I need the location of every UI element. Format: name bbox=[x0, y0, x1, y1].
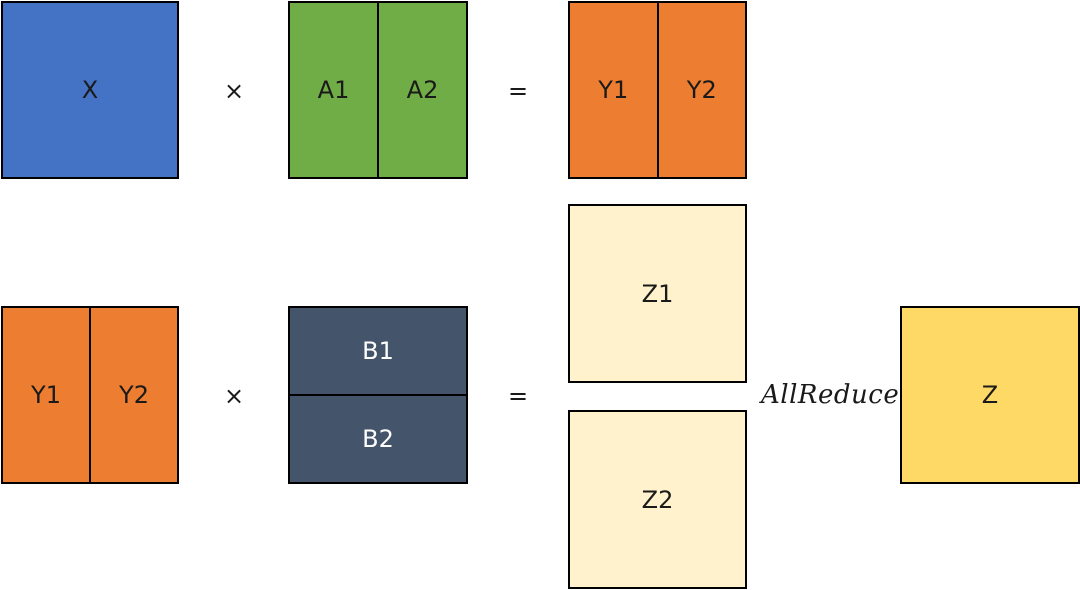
matrix-y2-result: Y2 bbox=[656, 3, 746, 177]
matrix-z2: Z2 bbox=[568, 410, 747, 589]
multiply-operator-1: × bbox=[223, 77, 245, 105]
matrix-a2: A2 bbox=[377, 3, 466, 177]
equals-operator-2: = bbox=[507, 382, 529, 410]
matrix-y1-result: Y1 bbox=[570, 3, 657, 177]
matrix-b2: B2 bbox=[290, 394, 466, 482]
matrix-a2-label: A2 bbox=[406, 76, 439, 104]
matrix-y1-input-label: Y1 bbox=[31, 381, 61, 409]
matrix-y-input: Y1 Y2 bbox=[1, 306, 179, 484]
matrix-b1: B1 bbox=[290, 308, 466, 394]
matrix-y1-result-label: Y1 bbox=[598, 76, 629, 104]
equals-operator-1: = bbox=[507, 77, 529, 105]
allreduce-label: AllReduce bbox=[761, 380, 900, 410]
matrix-z: Z bbox=[900, 306, 1080, 484]
matrix-z1-label: Z1 bbox=[641, 279, 674, 308]
matrix-a1-label: A1 bbox=[317, 76, 350, 104]
matrix-z1: Z1 bbox=[568, 204, 747, 383]
matrix-y2-result-label: Y2 bbox=[686, 76, 717, 104]
matrix-y1-input: Y1 bbox=[3, 308, 89, 482]
matrix-z-label: Z bbox=[981, 381, 999, 409]
matrix-b2-label: B2 bbox=[362, 425, 394, 453]
matrix-x: X bbox=[1, 1, 179, 179]
matrix-a: A1 A2 bbox=[288, 1, 468, 179]
matrix-y-result: Y1 Y2 bbox=[568, 1, 747, 179]
matrix-b1-label: B1 bbox=[362, 337, 394, 365]
matrix-y2-input-label: Y2 bbox=[119, 381, 149, 409]
matrix-y2-input: Y2 bbox=[89, 308, 177, 482]
matrix-b: B1 B2 bbox=[288, 306, 468, 484]
multiply-operator-2: × bbox=[223, 382, 245, 410]
matrix-a1: A1 bbox=[290, 3, 377, 177]
matrix-z2-label: Z2 bbox=[641, 485, 674, 514]
matrix-x-label: X bbox=[81, 76, 99, 104]
